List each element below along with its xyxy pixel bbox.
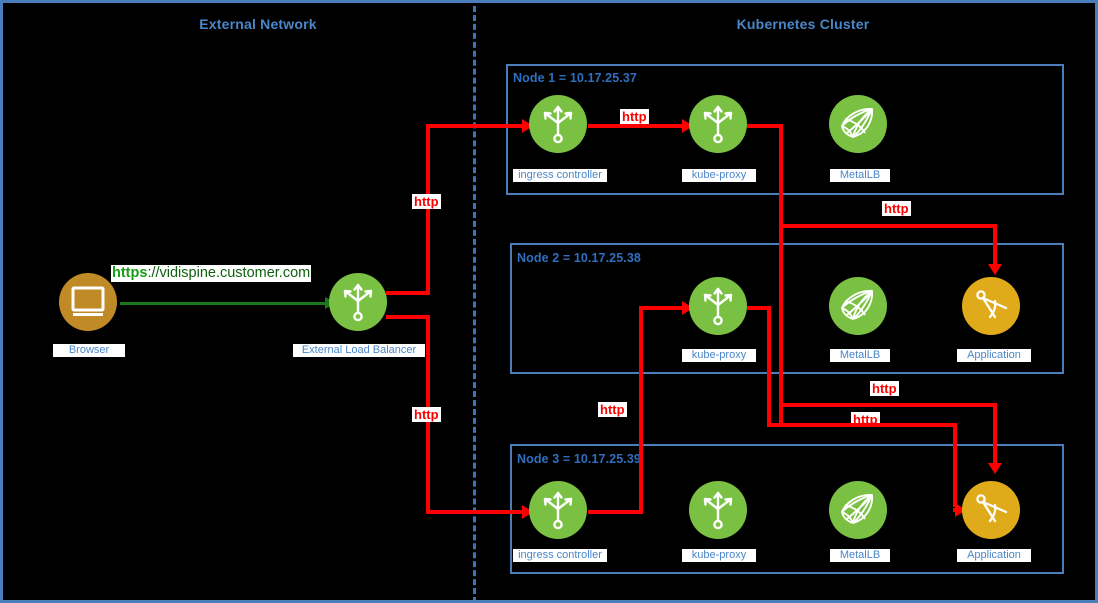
load-balancer-icon (703, 491, 733, 530)
node2-kube-proxy-icon[interactable] (689, 277, 747, 335)
route-lb-to-n1-seg-h0 (386, 291, 430, 295)
network-boundary-divider (473, 6, 476, 600)
route-n1-to-n2app-arrowhead (988, 264, 1002, 275)
mesh-net-icon (841, 108, 873, 138)
node2-application-caption: Application (957, 349, 1031, 362)
node3-metallb-caption: MetalLB (830, 549, 890, 562)
monitor-icon (71, 286, 105, 316)
route-lb-to-n1-seg-v (426, 124, 430, 295)
node1-metallb-icon[interactable] (829, 95, 887, 153)
route-n1-to-n2app-h (779, 224, 997, 228)
node1-ingress-controller-caption: ingress controller (513, 169, 607, 182)
node1-metallb-caption: MetalLB (830, 169, 890, 182)
url-host: ://vidispine.customer.com (147, 265, 311, 281)
node3-kube-proxy-icon[interactable] (689, 481, 747, 539)
load-balancer-icon (703, 105, 733, 144)
node2-metallb-icon[interactable] (829, 277, 887, 335)
node-2-box (510, 243, 1064, 374)
route-n1-to-n3app-h (779, 403, 997, 407)
route-lb-to-n1-seg-h1 (426, 124, 524, 128)
route-lb-to-n3-seg-h0 (386, 315, 430, 319)
node1-kube-proxy-caption: kube-proxy (682, 169, 756, 182)
http-label-n3-ingress-n2proxy: http (598, 402, 627, 417)
route-n1-proxy-exit-h (747, 124, 783, 128)
mesh-net-icon (841, 494, 873, 524)
route-lb-to-n3-seg-h1 (426, 510, 524, 514)
node-1-box (506, 64, 1064, 195)
http-label-n1-proxy-n2app: http (882, 201, 911, 216)
node-2-label: Node 2 = 10.17.25.38 (517, 251, 641, 265)
node-3-label: Node 3 = 10.17.25.39 (517, 452, 641, 466)
http-label-lb-up: http (412, 194, 441, 209)
route-n1-to-n3app-v (993, 403, 997, 467)
http-label-n1-ingress-proxy: http (620, 109, 649, 124)
node3-kube-proxy-caption: kube-proxy (682, 549, 756, 562)
node-1-label: Node 1 = 10.17.25.37 (513, 71, 637, 85)
external-load-balancer-caption: External Load Balancer (293, 344, 425, 357)
load-balancer-icon (543, 105, 573, 144)
route-n1-ingress-to-proxy-arrowhead (682, 119, 693, 133)
route-n3-ingress-exit-v (639, 306, 643, 514)
node2-metallb-caption: MetalLB (830, 349, 890, 362)
route-lb-to-n3-arrowhead (522, 505, 533, 519)
route-lb-to-n1-arrowhead (522, 119, 533, 133)
node1-kube-proxy-icon[interactable] (689, 95, 747, 153)
load-balancer-icon (703, 287, 733, 326)
route-n2-proxy-exit-v (767, 306, 771, 427)
route-n3-to-n2proxy-arrowhead (682, 301, 693, 315)
node2-kube-proxy-caption: kube-proxy (682, 349, 756, 362)
compass-icon (976, 290, 1008, 319)
node2-application-icon[interactable] (962, 277, 1020, 335)
http-label-lb-down: http (412, 407, 441, 422)
https-connection-line (120, 302, 327, 305)
route-n2-proxy-exit-h (747, 306, 771, 310)
browser-icon[interactable] (59, 273, 117, 331)
route-n2-to-n3app-arrowhead (955, 503, 966, 517)
load-balancer-icon (343, 283, 373, 322)
browser-caption: Browser (53, 344, 125, 357)
node3-application-icon[interactable] (962, 481, 1020, 539)
route-n1-to-n3app-arrowhead (988, 463, 1002, 474)
route-n2-to-n3app-v (953, 423, 957, 507)
route-n2-to-n3app-h (767, 423, 957, 427)
external-load-balancer-icon[interactable] (329, 273, 387, 331)
kubernetes-cluster-title: Kubernetes Cluster (736, 16, 870, 32)
node-3-box (510, 444, 1064, 574)
mesh-net-icon (841, 290, 873, 320)
route-n1-proxy-exit-v (779, 124, 783, 424)
route-n1-ingress-to-proxy (588, 124, 684, 128)
compass-icon (976, 494, 1008, 523)
node3-metallb-icon[interactable] (829, 481, 887, 539)
route-n3-ingress-exit-h (588, 510, 643, 514)
node3-ingress-controller-caption: ingress controller (513, 549, 607, 562)
url-scheme: https (112, 265, 148, 281)
node3-application-caption: Application (957, 549, 1031, 562)
route-n1-to-n2app-v (993, 224, 997, 268)
https-url-label: https://vidispine.customer.com (111, 265, 312, 282)
load-balancer-icon (543, 491, 573, 530)
node3-ingress-controller-icon[interactable] (529, 481, 587, 539)
route-n3-to-n2proxy-h (639, 306, 684, 310)
http-label-n2-proxy-n3app: http (870, 381, 899, 396)
external-network-title: External Network (199, 16, 317, 32)
node1-ingress-controller-icon[interactable] (529, 95, 587, 153)
